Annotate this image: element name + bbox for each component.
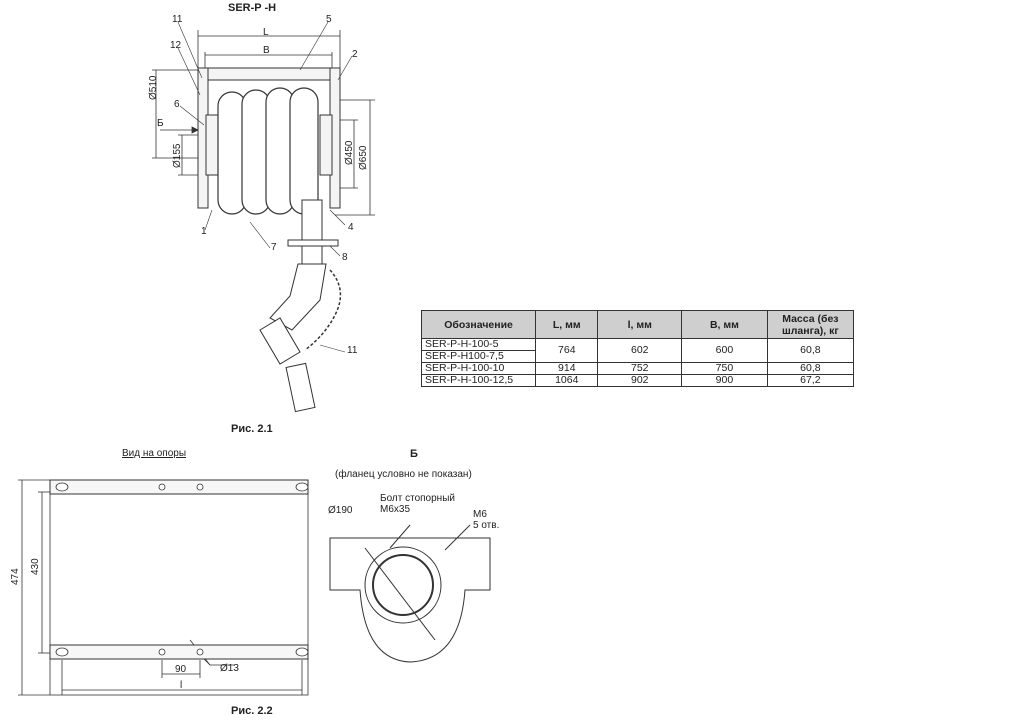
flange-view-drawing [329,524,491,663]
callout-3: 11 [172,14,183,25]
specification-table: Обозначение L, мм l, мм B, мм Масса (без… [420,310,855,387]
table-row: SER-P-H-100-12,5 1064 902 900 67,2 [420,374,855,387]
callout-6: 6 [174,99,180,110]
cell-designation: SER-P-H-100-5 [420,338,537,351]
dim-d155: Ø155 [172,143,183,168]
cell-l: 602 [597,338,683,363]
cell-mass: 60,8 [766,362,855,375]
cell-l: 902 [597,374,683,387]
callout-5: 5 [326,14,332,25]
callout-4: 4 [348,222,354,233]
table-header-row: Обозначение L, мм l, мм B, мм Масса (без… [420,310,855,339]
cell-l: 752 [597,362,683,375]
figure-2-caption: Рис. 2.2 [231,705,273,717]
callout-7: 7 [271,242,277,253]
dim-90: 90 [175,664,187,675]
dim-430: 430 [30,558,41,575]
flange-view-subtitle: (фланец условно не показан) [335,469,472,480]
table-row: SER-P-H-100-10 914 752 750 60,8 [420,362,855,375]
cell-B: 750 [681,362,768,375]
col-B: B, мм [681,310,768,339]
dim-d13: Ø13 [220,663,239,674]
callout-1: 1 [201,226,207,237]
cell-mass: 60,8 [766,338,855,363]
cell-L: 764 [535,338,599,363]
dim-d450: Ø450 [344,140,355,165]
callout-11: 11 [347,345,358,356]
cell-L: 1064 [535,374,599,387]
dim-B: B [263,45,270,56]
cell-designation: SER-P-H100-7,5 [420,350,537,363]
figure-1-title: SER-P -H [228,2,277,14]
dim-d190: Ø190 [328,505,353,516]
dim-d650: Ø650 [358,145,369,170]
col-l: l, мм [597,310,683,339]
holes-count: 5 отв. [473,520,500,531]
callout-2: 2 [352,49,358,60]
col-L: L, мм [535,310,599,339]
support-view-title: Вид на опоры [122,448,187,459]
reel-assembly-drawing [152,21,375,413]
cell-B: 900 [681,374,768,387]
figure-1-caption: Рис. 2.1 [231,423,273,435]
dim-d510: Ø510 [148,75,159,100]
bolt-size-label: M6x35 [380,504,411,515]
thread-m6: M6 [473,509,487,520]
col-designation: Обозначение [420,310,537,339]
dim-L: L [263,27,269,38]
callout-8: 8 [342,252,348,263]
cell-B: 600 [681,338,768,363]
dim-l: l [180,680,183,691]
cell-L: 914 [535,362,599,375]
view-arrow-label: Б [157,118,164,129]
support-view-drawing [18,479,309,696]
callout-12: 12 [170,40,182,51]
col-mass: Масса (без шланга), кг [766,310,855,339]
table-row: SER-P-H-100-5 764 602 600 60,8 [420,338,855,363]
cell-designation: SER-P-H-100-10 [420,362,537,375]
flange-view-title: Б [410,448,418,460]
cell-mass: 67,2 [766,374,855,387]
cell-designation: SER-P-H-100-12,5 [420,374,537,387]
dim-474: 474 [10,568,21,585]
bolt-label: Болт стопорный [380,493,455,504]
